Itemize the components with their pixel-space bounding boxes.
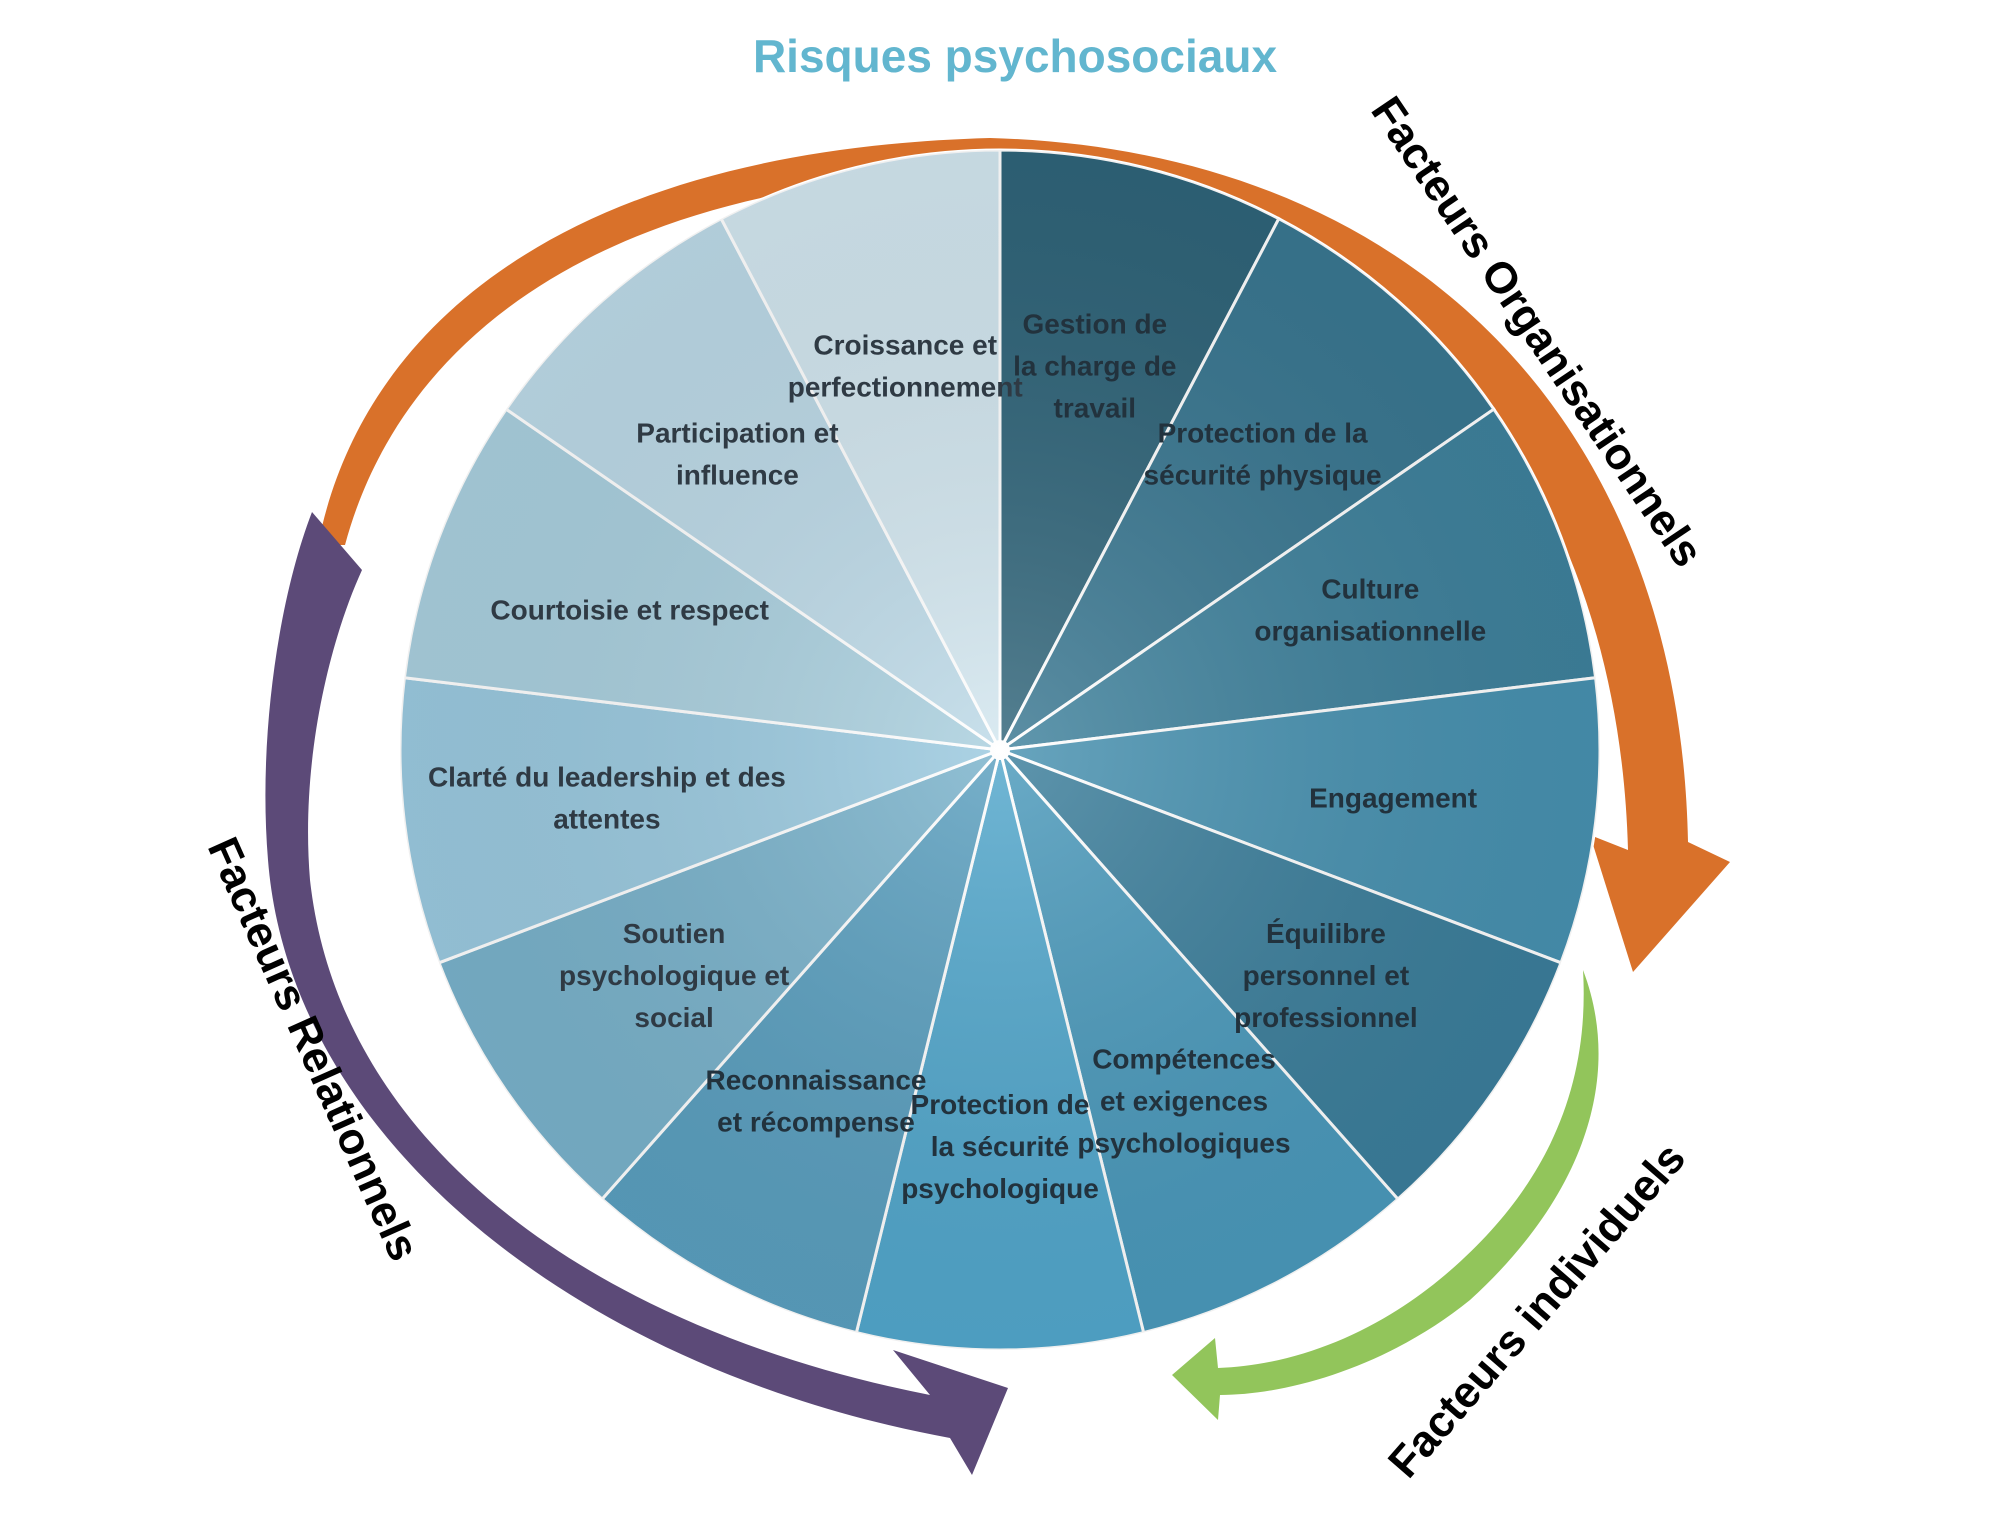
segment-label-line: psychologique et [559, 960, 789, 991]
segment-label-line: Soutien [623, 918, 726, 949]
segment-label-line: Équilibre [1266, 918, 1386, 949]
segment-label-line: psychologiques [1077, 1128, 1290, 1159]
segment-label-6: Compétences et exigences psychologiques [1077, 1044, 1290, 1159]
factor-wheel [398, 148, 1602, 1352]
segment-label-7: Protection de la sécurité psychologique [901, 1089, 1099, 1204]
segment-label-line: la sécurité [931, 1131, 1070, 1162]
diagram-title: Risques psychosociaux [753, 30, 1277, 82]
segment-label-line: Croissance et [813, 330, 997, 361]
segment-label-line: social [634, 1002, 713, 1033]
segment-label-line: Participation et [636, 418, 838, 449]
segment-label-line: sécurité physique [1144, 460, 1382, 491]
group-label-relationnels: Facteurs Relationnels [198, 830, 429, 1268]
segment-label-4: Engagement [1309, 783, 1477, 814]
segment-label-11: Courtoisie et respect [490, 595, 769, 626]
segment-label-line: Clarté du leadership et des [428, 762, 786, 793]
segment-label-1: Gestion de la charge de travail [1013, 309, 1176, 424]
segment-label-line: Courtoisie et respect [490, 595, 769, 626]
segment-label-line: Compétences [1092, 1044, 1276, 1075]
segment-label-3: Culture organisationnelle [1254, 574, 1486, 647]
segment-label-line: Gestion de [1022, 309, 1167, 340]
segment-label-line: et récompense [717, 1107, 915, 1138]
wheel-center [990, 740, 1010, 760]
segment-label-5: Équilibre personnel et professionnel [1234, 918, 1418, 1033]
segment-label-line: travail [1054, 393, 1137, 424]
segment-label-10: Clarté du leadership et des attentes [428, 762, 786, 835]
segment-label-line: Protection de la [1158, 418, 1368, 449]
relational-arrow [265, 512, 1008, 1475]
segment-label-13: Croissance et perfectionnement [788, 330, 1023, 403]
segment-label-line: Reconnaissance [706, 1065, 927, 1096]
segment-label-line: influence [676, 460, 799, 491]
segment-label-line: et exigences [1100, 1086, 1268, 1117]
segment-label-2: Protection de la sécurité physique [1144, 418, 1382, 491]
segment-label-line: Engagement [1309, 783, 1477, 814]
segment-label-line: psychologique [901, 1173, 1099, 1204]
segment-label-line: perfectionnement [788, 372, 1023, 403]
segment-label-line: Protection de [911, 1089, 1090, 1120]
segment-label-line: organisationnelle [1254, 616, 1486, 647]
segment-label-12: Participation et influence [636, 418, 838, 491]
segment-label-8: Reconnaissance et récompense [706, 1065, 927, 1138]
segment-label-line: attentes [553, 804, 660, 835]
segment-label-line: personnel et [1243, 960, 1409, 991]
segment-label-line: Culture [1321, 574, 1419, 605]
segment-label-9: Soutien psychologique et social [559, 918, 789, 1033]
segment-label-line: la charge de [1013, 351, 1176, 382]
segment-label-line: professionnel [1234, 1002, 1418, 1033]
